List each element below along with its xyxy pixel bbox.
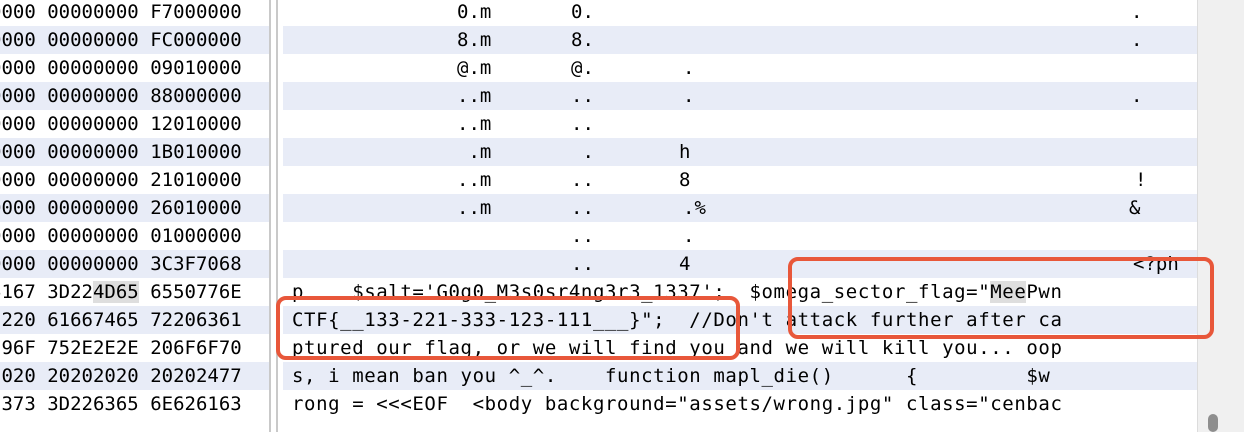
hex-row[interactable]: 0000 00000000 01000000 [0,225,242,247]
hex-selection-highlight: 4D65 [92,281,139,303]
hex-rows: 0000 00000000 F7000000 0000 00000000 FC0… [0,0,269,418]
hex-offset-pane: 0000 00000000 F7000000 0000 00000000 FC0… [0,0,269,432]
ascii-selection-highlight: Mee [990,281,1027,303]
hex-row[interactable]: 6167 3D224D65 6550776E [0,281,242,303]
ascii-row[interactable]: rong = <<<EOF <body background="assets/w… [292,393,1063,415]
ascii-row[interactable]: @.m@.. [457,57,695,79]
ctf-flag-callout [276,296,740,360]
pane-divider-inner [276,0,278,432]
ascii-row[interactable]: ..m.... [283,82,1197,110]
hex-row[interactable]: 0000 00000000 26010000 [0,194,269,222]
ascii-row[interactable]: ..m...%& [283,194,1197,222]
hex-row[interactable]: 0000 00000000 21010000 [0,169,242,191]
scrollbar-thumb[interactable] [1208,414,1218,432]
pane-divider[interactable] [269,0,271,432]
vertical-scrollbar[interactable] [1197,0,1244,432]
hex-row[interactable]: 0000 00000000 1B010000 [0,138,269,166]
hex-row[interactable]: 0000 00000000 12010000 [0,113,242,135]
ascii-row[interactable]: ptured our flag, or we will find you and… [292,337,1063,359]
hex-row[interactable]: 0000 00000000 FC000000 [0,26,269,54]
ascii-row[interactable]: ..m.. [457,113,594,135]
ascii-row[interactable]: .m .h [283,138,1197,166]
ascii-row[interactable]: ..m..8! [457,169,1147,191]
hex-row[interactable]: 796F 752E2E2E 206F6F70 [0,337,242,359]
ascii-row[interactable]: ..4<?ph [283,250,1197,278]
ascii-row[interactable]: ... [571,225,695,247]
omega-flag-callout [788,257,1214,339]
hex-row[interactable]: 0000 00000000 09010000 [0,57,242,79]
hex-row[interactable]: 7220 61667465 72206361 [0,306,269,334]
hex-row[interactable]: 2020 20202020 20202477 [0,362,269,390]
ascii-row[interactable]: s, i mean ban you ^_^. function mapl_die… [283,362,1197,390]
hex-row[interactable]: 0000 00000000 88000000 [0,82,269,110]
ascii-row[interactable]: CTF{__133-221-333-123-111___}"; //Don't … [283,306,1197,334]
hex-row[interactable]: 0000 00000000 F7000000 [0,1,242,23]
hex-row[interactable]: 0000 00000000 3C3F7068 [0,250,269,278]
